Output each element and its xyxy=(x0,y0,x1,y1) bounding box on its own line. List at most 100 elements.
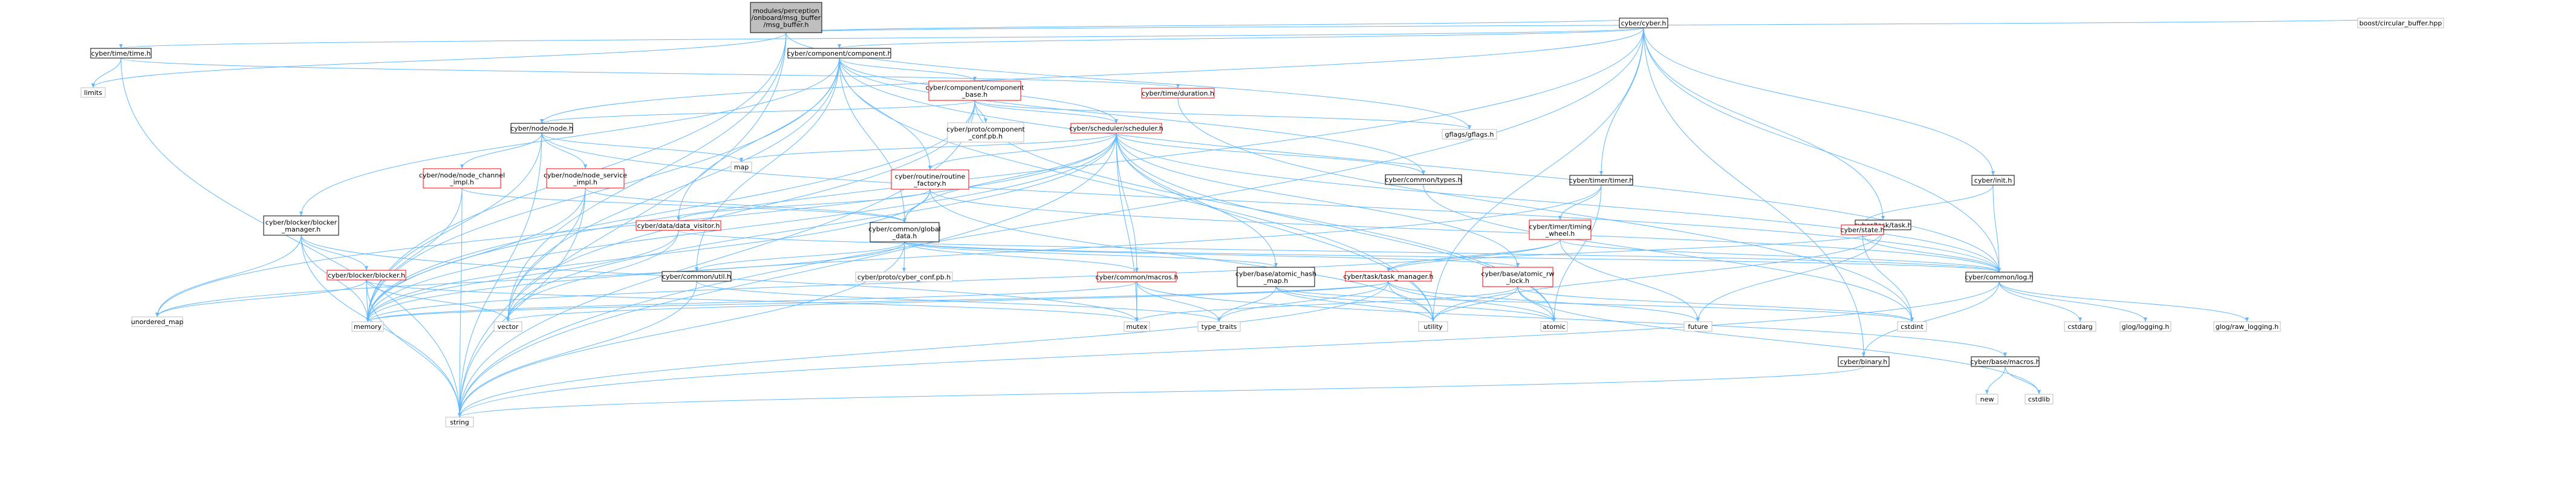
node-cstdint: cstdint xyxy=(1897,321,1927,332)
node-label: _conf.pb.h xyxy=(968,132,1003,140)
node-box xyxy=(636,220,721,231)
node-box xyxy=(1237,267,1315,287)
node-common-util[interactable]: cyber/common/util.h xyxy=(662,271,732,282)
edge-task_h-to-future xyxy=(1696,229,1884,322)
edge-root-to-vector xyxy=(506,32,787,322)
node-common-macros[interactable]: cyber/common/macros.h xyxy=(1096,272,1179,282)
edge-cyber_h-to-timer_h xyxy=(1599,27,1644,176)
node-box xyxy=(1971,356,2040,367)
node-cyber-h[interactable]: cyber/cyber.h xyxy=(1619,18,1668,28)
node-label: cyber/node/node_service xyxy=(544,171,627,179)
node-common-types[interactable]: cyber/common/types.h xyxy=(1385,174,1462,185)
node-label: cyber/proto/component xyxy=(946,125,1025,133)
node-atomic-rw-lock[interactable]: cyber/base/atomic_rw_lock.h xyxy=(1481,267,1555,287)
node-label: mutex xyxy=(1126,323,1148,331)
node-component-h[interactable]: cyber/component/component.h xyxy=(787,48,892,59)
node-base-macros[interactable]: cyber/base/macros.h xyxy=(1970,356,2040,367)
edge-common_log-to-binary_h xyxy=(1862,281,2000,357)
edge-atomic_hash_map-to-type_traits xyxy=(1217,286,1277,322)
node-label: cyber/task/task_manager.h xyxy=(1344,273,1434,281)
edge-global_data-to-unordered_map xyxy=(155,241,905,317)
node-label: glog/logging.h xyxy=(2122,323,2170,331)
edge-time_h-to-duration_h xyxy=(120,57,1180,89)
edge-common_log-to-cstdarg xyxy=(1999,281,2082,322)
edge-component_h-to-memory xyxy=(366,57,840,322)
edge-cyber_h-to-node_h xyxy=(540,27,1644,124)
node-label: /msg_buffer.h xyxy=(764,21,809,29)
node-box xyxy=(1838,356,1890,367)
edge-cyber_h-to-utility xyxy=(1431,27,1644,322)
node-label: cyber/blocker/blocker.h xyxy=(328,272,405,279)
node-node-service[interactable]: cyber/node/node_service_impl.h xyxy=(544,168,627,189)
edge-global_data-to-common_log xyxy=(904,241,2001,273)
edge-node_h-to-common_log xyxy=(541,132,2001,273)
edge-common_util-to-string xyxy=(458,281,697,418)
node-state-h[interactable]: cyber/state.h xyxy=(1841,224,1885,235)
edge-node_service-to-string xyxy=(458,187,586,418)
node-box xyxy=(1345,271,1432,282)
node-label: cstdlib xyxy=(2028,395,2050,403)
node-binary-h[interactable]: cyber/binary.h xyxy=(1838,356,1890,367)
edge-global_data-to-atomic_hash_map xyxy=(904,241,1278,268)
edge-node_h-to-string xyxy=(458,132,542,418)
edge-node_h-to-node_service xyxy=(541,132,587,169)
edge-common_macros-to-type_traits xyxy=(1136,281,1221,322)
node-label: cyber/init.h xyxy=(1974,177,2012,184)
node-gflags: gflags/gflags.h xyxy=(1442,129,1497,140)
node-label: cyber/common/global xyxy=(868,225,941,233)
edge-routine_factory-to-global_data xyxy=(903,189,931,223)
node-blocker-manager[interactable]: cyber/blocker/blocker_manager.h xyxy=(263,215,339,236)
node-label: cyber/time/time.h xyxy=(91,50,151,57)
node-duration-h[interactable]: cyber/time/duration.h xyxy=(1141,88,1215,99)
node-unordered-map: unordered_map xyxy=(131,316,183,327)
node-routine-factory[interactable]: cyber/routine/routine_factory.h xyxy=(891,169,969,190)
node-init-h[interactable]: cyber/init.h xyxy=(1971,175,2015,186)
node-node-channel[interactable]: cyber/node/node_channel_impl.h xyxy=(419,168,505,189)
edge-cyber_h-to-component_h xyxy=(838,27,1644,49)
node-global-data[interactable]: cyber/common/global_data.h xyxy=(868,222,941,242)
node-blocker-h[interactable]: cyber/blocker/blocker.h xyxy=(327,270,406,281)
node-box xyxy=(423,168,501,189)
node-new: new xyxy=(1976,394,1999,405)
edge-blocker_h-to-unordered_map xyxy=(155,279,367,317)
node-timer-h[interactable]: cyber/timer/timer.h xyxy=(1569,175,1633,186)
node-timing-wheel[interactable]: cyber/timer/timing_wheel.h xyxy=(1529,219,1592,240)
node-label: cstdarg xyxy=(2067,323,2092,331)
node-box xyxy=(1897,321,1927,332)
node-box xyxy=(855,272,953,282)
node-label: cyber/scheduler/scheduler.h xyxy=(1069,125,1163,132)
node-data-visitor[interactable]: cyber/data/data_visitor.h xyxy=(636,220,721,231)
node-memory: memory xyxy=(351,321,384,332)
node-atomic-hash-map[interactable]: cyber/base/atomic_hash_map.h xyxy=(1235,267,1316,287)
edge-task_manager-to-type_traits xyxy=(1217,281,1389,322)
edge-blocker_manager-to-blocker_h xyxy=(301,235,368,271)
node-label: cyber/base/macros.h xyxy=(1970,358,2040,366)
edge-node_service-to-memory xyxy=(366,187,586,322)
edge-scheduler_h-to-common_log xyxy=(1116,132,2001,273)
edge-root-to-boost_cb xyxy=(785,18,2402,33)
node-common-log[interactable]: cyber/common/log.h xyxy=(1965,272,2034,282)
edge-root-to-gflags xyxy=(785,32,1471,130)
node-root[interactable]: modules/perception/onboard/msg_buffer/ms… xyxy=(750,2,822,33)
node-time-h[interactable]: cyber/time/time.h xyxy=(90,48,152,59)
node-label: vector xyxy=(498,323,519,331)
node-label: cyber/component/component xyxy=(926,83,1024,91)
edge-task_manager-to-future xyxy=(1388,281,1700,322)
edge-task_h-to-task_manager xyxy=(1387,229,1884,272)
node-box xyxy=(546,168,625,189)
edge-scheduler_h-to-memory xyxy=(366,132,1117,322)
edge-atomic_rw_lock-to-mutex xyxy=(1135,286,1518,322)
node-node-h[interactable]: cyber/node/node.h xyxy=(510,123,573,134)
node-box xyxy=(327,270,406,281)
node-label: _base.h xyxy=(961,91,987,99)
edge-cyber_h-to-task_h xyxy=(1643,27,1885,221)
node-scheduler-h[interactable]: cyber/scheduler/scheduler.h xyxy=(1069,123,1163,134)
node-label: glog/raw_logging.h xyxy=(2216,323,2278,331)
node-task-manager[interactable]: cyber/task/task_manager.h xyxy=(1344,271,1434,282)
edge-component_h-to-common_util xyxy=(695,57,840,272)
node-component-base[interactable]: cyber/component/component_base.h xyxy=(926,80,1024,101)
edge-component_h-to-utility xyxy=(839,57,1435,322)
edge-cyber_h-to-string xyxy=(458,27,1644,418)
edge-global_data-to-atomic_rw_lock xyxy=(904,241,1520,268)
